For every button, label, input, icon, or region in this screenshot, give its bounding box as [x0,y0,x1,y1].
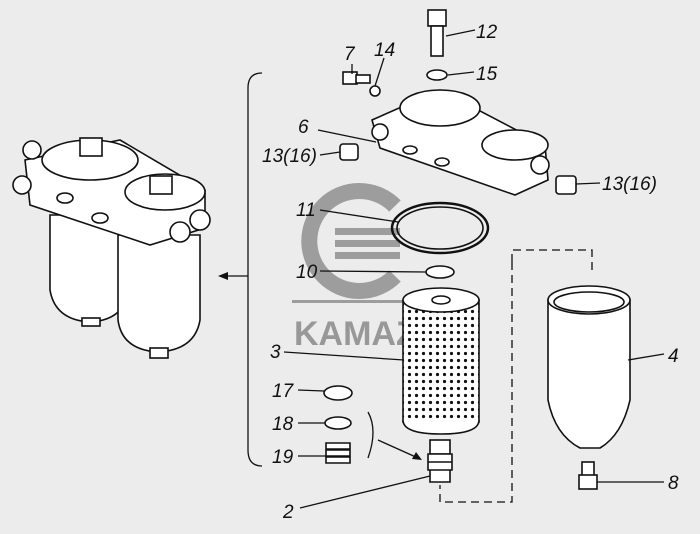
assembly-arrowhead-icon [218,272,228,280]
drain-plug-part [581,461,595,477]
filter-bowl-part [547,285,631,449]
seal-10-part [425,265,455,279]
callout-17: 17 [272,381,295,402]
group-bracket [247,72,263,467]
callout-10: 10 [296,262,318,283]
callout-13-16-right: 13(16) [602,174,657,195]
cap-17-part [323,385,353,401]
plug-13-right-part [555,175,577,195]
plug-13-left-part [339,143,359,161]
watermark-text: KAMAZ [294,315,417,353]
callout-6: 6 [298,117,309,138]
leader-lines [283,29,665,509]
callout-3: 3 [270,342,281,363]
callout-15: 15 [476,64,498,85]
callout-2: 2 [282,502,294,523]
washer-18-part [324,416,352,430]
kamaz-watermark: KAMAZ [292,183,417,353]
bypass-valve-part [427,439,453,483]
callout-7: 7 [344,44,356,65]
callout-11: 11 [296,200,316,221]
callout-12: 12 [476,22,498,43]
bolt-7-part [342,71,358,85]
callout-13-16-left: 13(16) [262,146,317,167]
washer-15-part [426,69,448,81]
assembled-filter-illustration [12,137,211,359]
filter-element-part [402,287,480,435]
callout-19: 19 [272,447,294,468]
washer-14-part [369,85,381,97]
seal-ring-part [390,201,490,255]
callout-8: 8 [668,473,679,494]
filter-cover-part [371,89,550,196]
hollow-bolt-part [427,9,447,27]
spring-19-part [325,442,351,464]
callout-18: 18 [272,414,294,435]
callout-4: 4 [668,346,679,367]
callout-14: 14 [374,40,395,61]
